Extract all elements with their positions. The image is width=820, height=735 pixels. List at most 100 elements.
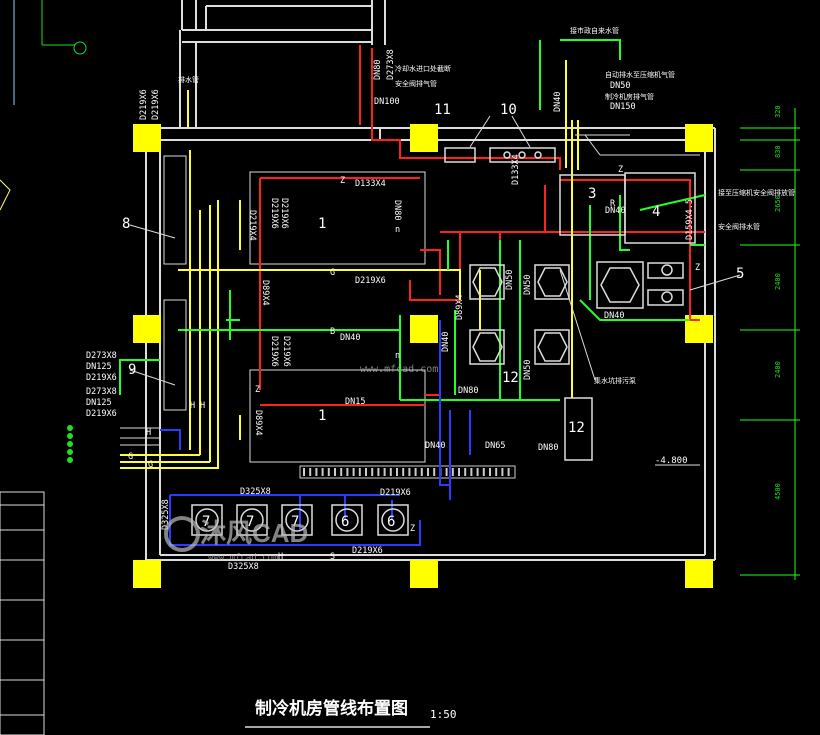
- pump-group-bottom: [191, 504, 409, 536]
- code-z5: Z: [410, 524, 415, 534]
- label-d219-v2: D219X6: [281, 336, 291, 367]
- label-legend-5: DN125: [86, 398, 112, 408]
- code-g3: G: [148, 460, 153, 470]
- pump-7c: 7: [291, 514, 299, 530]
- tag-3: 3: [588, 186, 596, 202]
- legend-table: [0, 491, 45, 735]
- label-d219-g: D219X6: [355, 276, 386, 286]
- label-dn150-top: DN150: [610, 102, 636, 112]
- structural-columns: [133, 124, 713, 588]
- label-dn15: DN15: [345, 397, 365, 407]
- code-h2: H: [200, 401, 205, 411]
- annotation-drain-left: 排水管: [178, 75, 199, 84]
- annotation-relief: 接至压缩机安全阀排放管: [718, 188, 795, 197]
- code-z4: Z: [695, 263, 700, 273]
- pipes-green: [119, 39, 706, 401]
- label-dn50-c: DN50: [523, 360, 533, 380]
- annotation-drain: 集水坑排污泵: [594, 376, 636, 385]
- label-d325-top: D325X8: [240, 487, 271, 497]
- watermark-url: www.mfcad.com: [208, 553, 278, 563]
- label-dn40-b: DN40: [340, 333, 360, 343]
- label-dn40-top: DN40: [553, 92, 563, 112]
- annotation-dn40: 自动排水至压缩机气管: [605, 70, 675, 79]
- pipes-yellow: [120, 60, 579, 469]
- label-legend-2: DN125: [86, 362, 112, 372]
- code-z3: Z: [618, 165, 623, 175]
- pump-group-mid: [444, 147, 696, 461]
- grille-bars: [303, 468, 510, 476]
- code-z2: Z: [255, 385, 260, 395]
- watermark-url-center: www.mfcad.com: [360, 364, 438, 375]
- label-d273-top: D273X8: [386, 49, 396, 80]
- label-d89-1: D89X4: [260, 280, 270, 306]
- watermark-brand: 沐风CAD: [200, 518, 308, 548]
- tag-4: 4: [652, 204, 660, 220]
- label-d89x4b: D89X4: [455, 294, 465, 320]
- drawing-title: 制冷机房管线布置图: [255, 698, 408, 719]
- pump-7a: 7: [202, 514, 210, 530]
- label-dn80-low: DN80: [538, 443, 558, 453]
- label-dn40-r2: DN40: [604, 311, 624, 321]
- code-g1: G: [330, 268, 335, 278]
- pump-6b: 6: [387, 514, 395, 530]
- code-n2: n: [395, 351, 400, 361]
- label-dn50-b: DN50: [523, 275, 533, 295]
- code-h3: H: [146, 428, 151, 438]
- tag-11: 11: [434, 102, 451, 118]
- code-h1: H: [190, 401, 195, 411]
- dim-830: 830: [774, 145, 782, 158]
- dim-4500: 4500: [774, 483, 782, 500]
- label-d133-top: D133X4: [355, 179, 386, 189]
- tag-12b: 12: [502, 370, 519, 386]
- code-g2: G: [128, 452, 133, 462]
- label-legend-3: D219X6: [86, 373, 117, 383]
- elevation-label: -4.800: [655, 456, 688, 466]
- chiller-1-lower: [249, 369, 426, 463]
- pump-6a: 6: [341, 514, 349, 530]
- annotation-safety-pipe: 安全阀排水管: [718, 222, 760, 231]
- code-z1: Z: [340, 176, 345, 186]
- dim-2400a: 2400: [774, 273, 782, 290]
- code-s1: S: [330, 552, 335, 562]
- code-n1: n: [395, 225, 400, 235]
- label-d133-v: D133X4: [511, 154, 521, 185]
- chiller-1-number: 1: [318, 216, 326, 232]
- label-d159: D159X4.5: [685, 199, 695, 240]
- code-b1: B: [330, 327, 335, 337]
- leader-lines: [129, 115, 741, 466]
- drawing-scale: 1:50: [430, 708, 457, 721]
- annotation-cold-water: 接市政自来水管: [570, 26, 619, 35]
- label-dn80-mid: DN80: [458, 386, 478, 396]
- label-d89-2: D89X4: [253, 410, 263, 436]
- label-d219-v1: D219X6: [269, 336, 279, 367]
- annotation-dn150: 制冷机房排气管: [605, 92, 654, 101]
- label-dn100: DN100: [374, 97, 400, 107]
- label-d219-left1: D219X6: [269, 198, 279, 229]
- label-d219-b2: D219X6: [352, 546, 383, 556]
- label-d325-bottom: D325X8: [228, 562, 259, 572]
- top-left-fragments: [0, 0, 87, 211]
- label-legend-1: D273X8: [86, 351, 117, 361]
- label-dn80-top: DN80: [373, 60, 383, 80]
- label-d219x4: D219X4: [247, 210, 257, 241]
- annotation-cooling-in: 冷却水进口处截断: [395, 64, 451, 73]
- pump-7b: 7: [246, 514, 254, 530]
- tag-10: 10: [500, 102, 517, 118]
- label-legend-4: D273X8: [86, 387, 117, 397]
- label-dn40-r1: DN40: [605, 206, 625, 216]
- watermark-logo-icon: [164, 516, 200, 552]
- label-d219-left2: D219X6: [279, 198, 289, 229]
- dim-2400b: 2400: [774, 361, 782, 378]
- dimension-line-right: [740, 108, 800, 580]
- annotation-safe-exhaust: 安全阀排气管: [395, 79, 437, 88]
- dim-2650: 2650: [774, 195, 782, 212]
- pipes-red: [259, 45, 705, 406]
- code-r1: R: [610, 199, 616, 209]
- label-d219-tl2: D219X6: [151, 89, 161, 120]
- label-dn40-mid: DN40: [425, 441, 445, 451]
- tag-5: 5: [736, 266, 744, 282]
- label-dn40-low: DN40: [441, 332, 451, 352]
- chiller-grille: [299, 465, 516, 479]
